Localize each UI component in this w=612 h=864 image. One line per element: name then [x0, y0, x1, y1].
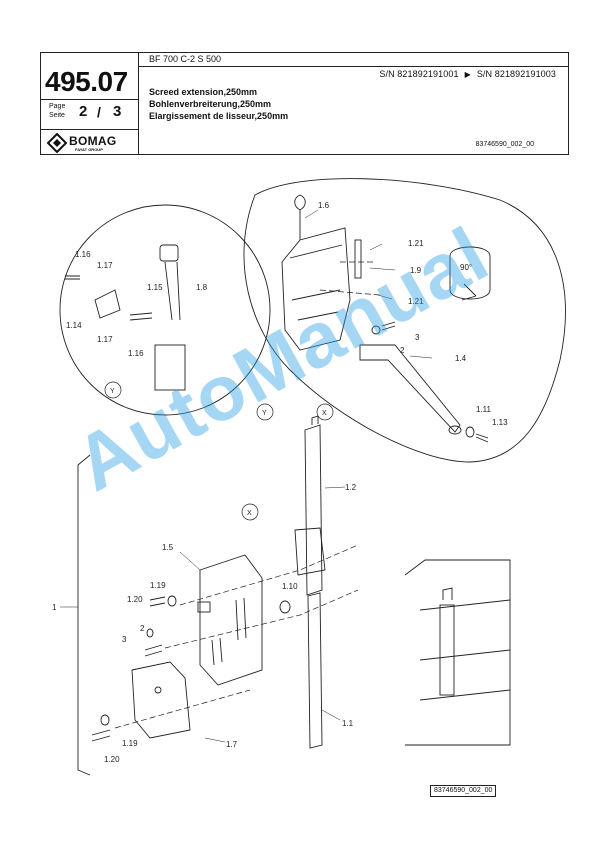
divider [138, 66, 568, 67]
page-total: 3 [113, 103, 122, 120]
callout: 1.4 [455, 354, 467, 363]
callout: 1.9 [410, 266, 422, 275]
support-arm [359, 344, 461, 433]
page-separator: / [97, 104, 101, 120]
view-label: X [322, 410, 327, 417]
pin-part [354, 239, 362, 279]
callout: 1.19 [150, 581, 166, 590]
page-current: 2 [79, 103, 88, 120]
bracket-plate [281, 227, 351, 351]
callout: 1.17 [97, 335, 113, 344]
arrow-right-icon: ▶ [464, 70, 471, 79]
callout: 1.14 [66, 321, 82, 330]
callout: 1.19 [122, 739, 138, 748]
vertical-profile-upper [304, 424, 323, 596]
serial-to: S/N 821892191003 [476, 69, 556, 79]
serial-from: S/N 821892191001 [379, 69, 459, 79]
eye-bolt [294, 194, 306, 240]
title-block: Screed extension,250mm Bohlenverbreiteru… [149, 86, 288, 122]
callout: 1.8 [196, 283, 208, 292]
view-label: Y [110, 388, 115, 395]
title-en: Screed extension,250mm [149, 87, 258, 97]
bomag-logo: BOMAG FAYAT GROUP [47, 133, 137, 153]
callout: 1 [52, 603, 57, 612]
callout: 1.16 [75, 250, 91, 259]
callout: 1.5 [162, 543, 174, 552]
callout: 1.6 [318, 201, 330, 210]
callout: 1.17 [97, 261, 113, 270]
callout: 1.10 [282, 582, 298, 591]
view-circle-y [256, 403, 274, 421]
callout: 1.21 [408, 239, 424, 248]
callout: 1.11 [476, 405, 492, 414]
cover-plate [131, 661, 191, 739]
callout: 1.16 [128, 349, 144, 358]
footer-reference: 83746590_002_00 [430, 785, 497, 797]
doc-code: 83746590_002_00 [475, 141, 534, 148]
brand-sub: FAYAT GROUP [75, 147, 103, 152]
callout: 1.1 [342, 719, 354, 728]
divider [138, 53, 139, 154]
callout: 3 [415, 333, 420, 342]
page-label-de: Seite [49, 112, 65, 119]
brand-name: BOMAG [69, 134, 117, 148]
bomag-diamond-icon [47, 133, 67, 153]
callout: 1.2 [345, 483, 357, 492]
header-block: BF 700 C-2 S 500 S/N 821892191001▶S/N 82… [40, 52, 569, 155]
title-fr: Elargissement de lisseur,250mm [149, 111, 289, 121]
callout: 2 [400, 346, 405, 355]
bracket-main [199, 554, 263, 686]
page-label: Page Seite [49, 102, 65, 120]
view-label: X [247, 510, 252, 517]
callout: 1.21 [408, 297, 424, 306]
callout: 1.13 [492, 418, 508, 427]
callout: 1.20 [127, 595, 143, 604]
detail-bubble-x [243, 178, 566, 463]
page-label-en: Page [49, 103, 66, 110]
model-name: BF 700 C-2 S 500 [149, 54, 222, 64]
divider [41, 129, 138, 130]
view-circle-x [316, 403, 334, 421]
callout: 1.7 [226, 740, 238, 749]
machine-frame [404, 559, 511, 746]
rotation-arrow-icon [461, 283, 477, 301]
callout: 1.20 [104, 755, 120, 764]
vertical-profile-lower [307, 592, 323, 749]
detail-circle-y [59, 204, 271, 416]
divider [41, 99, 138, 100]
group-number: 495.07 [45, 66, 128, 97]
title-de: Bohlenverbreiterung,250mm [149, 99, 272, 109]
rotation-label: 90° [460, 263, 472, 272]
view-label: Y [262, 410, 267, 417]
serial-range: S/N 821892191001 ▶ S/N 821892191003 [379, 69, 556, 79]
rotation-band [449, 246, 491, 300]
callout: 2 [140, 624, 145, 633]
callout: 3 [122, 635, 127, 644]
view-circle-y [104, 381, 122, 399]
view-circle-x [241, 503, 259, 521]
callout: 1.15 [147, 283, 163, 292]
